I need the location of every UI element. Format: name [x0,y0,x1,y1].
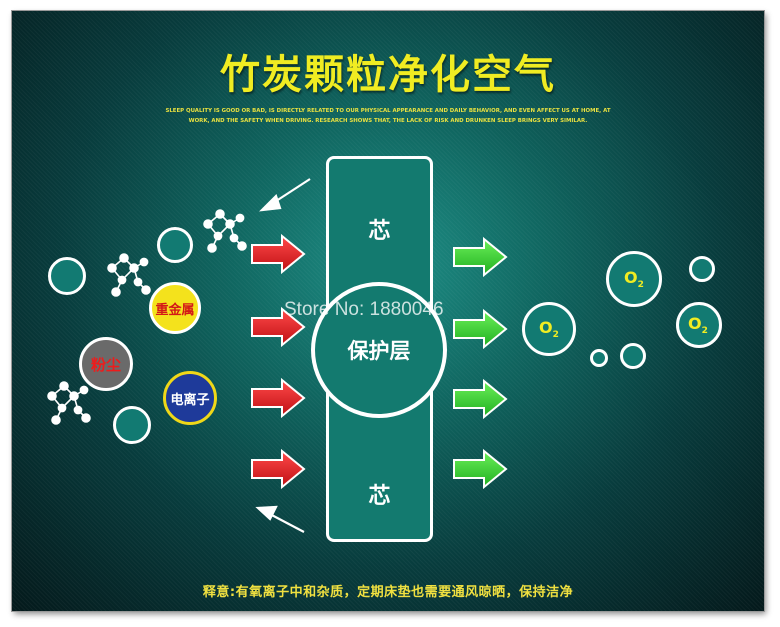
heavy-metal-label: 重金属 [155,302,195,318]
green-arrow-2 [453,310,507,348]
oxygen-bubble-1 [606,251,662,307]
dust-label: 粉尘 [90,355,121,374]
deflect-arrow-bottom [255,505,305,533]
particle-bubble [48,257,86,295]
diagram-panel: 竹炭颗粒净化空气 SLEEP QUALITY IS GOOD OR BAD, I… [12,11,764,611]
particle-bubble [157,227,193,263]
ion-label: 电离子 [170,392,210,408]
red-arrow-3 [251,379,305,417]
green-arrow-3 [453,380,507,418]
core-label-bottom: 芯 [368,484,391,509]
arrows-and-molecules [47,178,507,533]
oxygen-label-3: O2 [688,314,708,337]
green-arrow-4 [453,450,507,488]
store-watermark: Store No: 1880046 [284,299,444,320]
ion-bubble: 电离子 [163,371,217,425]
page-title: 竹炭颗粒净化空气 [220,52,556,98]
core-label-top: 芯 [368,219,391,244]
small-bubble [590,349,608,367]
green-arrow-1 [453,238,507,276]
red-arrow-1 [251,235,305,273]
oxygen-bubble-3 [676,302,722,348]
small-bubble [689,256,715,282]
molecule-1 [203,209,247,253]
heavy-metal-bubble: 重金属 [149,282,201,334]
oxygen-bubble-2 [522,302,576,356]
molecule-3 [47,381,91,425]
molecule-2 [107,253,151,297]
footer-note: 释意:有氧离子中和杂质，定期床垫也需要通风晾晒，保持洁净 [202,585,574,600]
protection-layer-circle: 保护层 [311,282,447,418]
red-arrow-4 [251,450,305,488]
particle-bubble [113,406,151,444]
oxygen-label-2: O2 [539,318,559,341]
small-bubble [620,343,646,369]
dust-bubble: 粉尘 [79,337,133,391]
subtitle: SLEEP QUALITY IS GOOD OR BAD, IS DIRECTL… [165,108,611,124]
oxygen-label-1: O2 [624,268,644,291]
protection-layer-label: 保护层 [347,339,411,363]
deflect-arrow-top [259,178,311,212]
